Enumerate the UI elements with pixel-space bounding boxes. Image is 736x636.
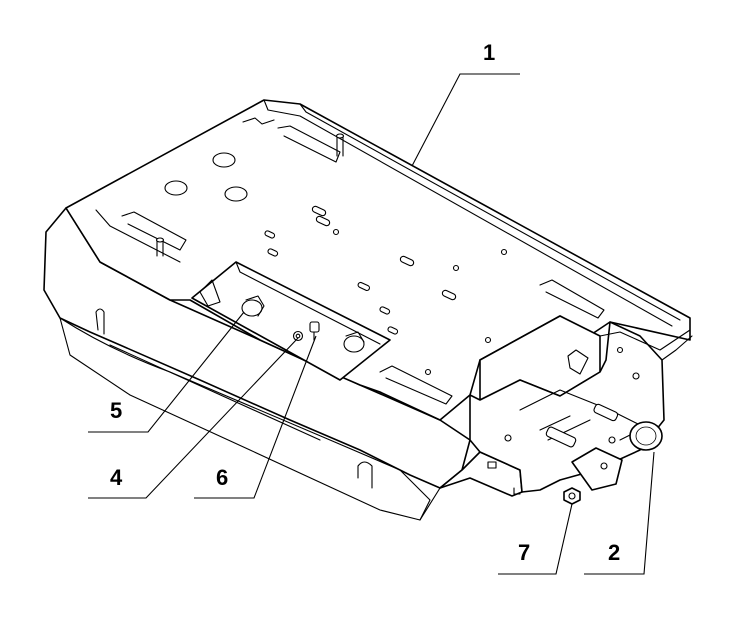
washer-4 — [292, 330, 304, 342]
leader-4 — [88, 337, 299, 499]
screw-6 — [309, 321, 320, 341]
callout-5: 5 — [110, 398, 122, 423]
leader-6 — [194, 335, 317, 499]
callout-6: 6 — [216, 465, 228, 490]
leader-5 — [88, 311, 245, 433]
leader-2 — [584, 451, 655, 575]
leader-1 — [411, 73, 520, 167]
callout-4: 4 — [110, 465, 123, 490]
callout-7: 7 — [518, 540, 530, 565]
callout-labels: 1 2 4 5 6 7 — [110, 40, 620, 565]
end-bracket — [469, 315, 693, 495]
button-knob-5 — [241, 295, 265, 317]
callout-1: 1 — [483, 40, 495, 65]
callout-2: 2 — [608, 540, 620, 565]
control-recess — [191, 261, 391, 381]
leader-lines — [88, 73, 655, 575]
nut-7 — [563, 487, 581, 505]
round-knob-2 — [619, 421, 663, 451]
leader-7 — [498, 503, 573, 575]
button-knob-right — [343, 331, 365, 353]
